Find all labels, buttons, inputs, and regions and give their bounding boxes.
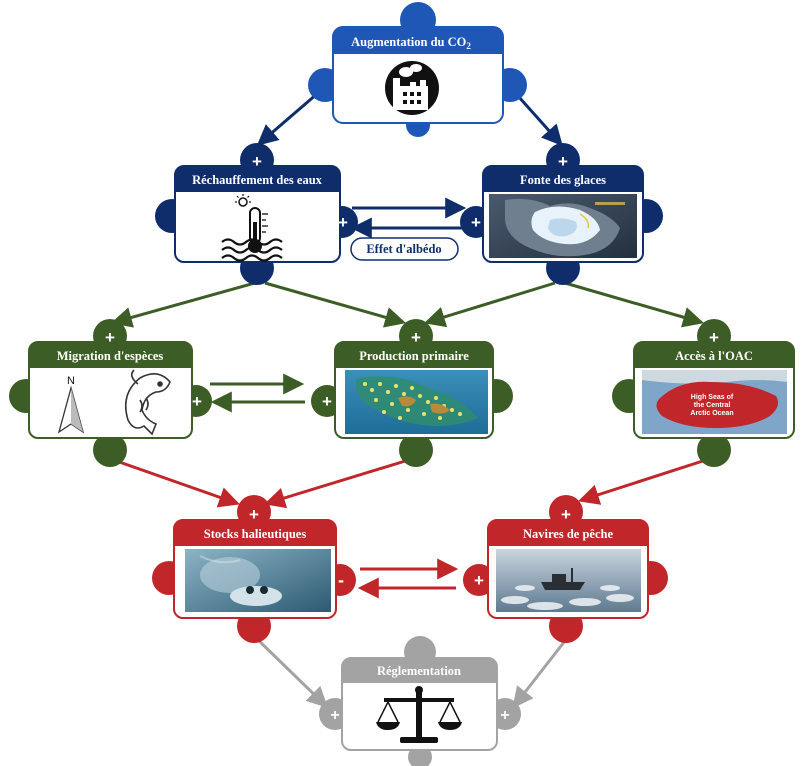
node-rechauffement-title: Réchauffement des eaux <box>192 173 323 187</box>
arrows <box>107 85 713 709</box>
node-rechauffement: Réchauffement des eaux + + <box>155 143 358 285</box>
node-migration: Migration d'espèces N + + <box>9 319 212 467</box>
node-navires-title: Navires de pêche <box>523 527 613 541</box>
plankton-map-icon <box>345 370 488 434</box>
node-stocks-plus: + <box>249 505 259 524</box>
node-rechauffement-plus-right: + <box>338 213 348 232</box>
arrow-fonte-to-production <box>423 281 556 328</box>
fish-photo-icon <box>185 549 331 612</box>
node-rechauffement-plus: + <box>252 152 262 171</box>
node-navires-plus-left: + <box>474 571 484 590</box>
node-production-plus-left: + <box>322 392 332 411</box>
node-production-title: Production primaire <box>359 349 469 363</box>
thermometer-icon <box>221 194 283 262</box>
node-reglementation-title: Réglementation <box>377 664 461 678</box>
arctic-ice-map-icon <box>489 194 637 258</box>
node-stocks-minus: - <box>338 570 344 590</box>
node-stocks-title: Stocks halieutiques <box>204 527 307 541</box>
node-fonte-plus: + <box>558 152 568 171</box>
arctic-ocean-map-icon: High Seas of the Central Arctic Ocean <box>642 370 787 434</box>
arrow-rechauffement-to-migration <box>110 281 256 328</box>
factory-icon <box>385 61 439 115</box>
arrow-stocks-to-reglementation <box>253 635 329 708</box>
arrow-acces-to-navires <box>578 456 713 505</box>
arrow-fonte-to-acces <box>564 281 705 328</box>
node-stocks: Stocks halieutiques + - <box>152 495 356 643</box>
albedo-label-text: Effet d'albédo <box>366 242 441 256</box>
map-label-line-1: High Seas of <box>691 394 734 401</box>
node-migration-plus-right: + <box>192 392 202 411</box>
albedo-label: Effet d'albédo <box>350 237 459 261</box>
node-production-plus: + <box>411 328 421 347</box>
arrow-rechauffement-to-production <box>264 281 407 328</box>
fish-drawing-icon <box>124 369 171 436</box>
node-migration-title: Migration d'espèces <box>57 349 164 363</box>
node-reglementation-plus-left: + <box>330 707 339 724</box>
compass-north-letter: N <box>67 375 75 387</box>
node-migration-plus: + <box>105 328 115 347</box>
map-label-line-3: Arctic Ocean <box>690 410 733 417</box>
node-fonte-plus-left: + <box>471 213 481 232</box>
node-acces: Accès à l'OAC High Seas of the Central A… <box>612 319 795 467</box>
node-reglementation: Réglementation + + <box>319 636 521 766</box>
scales-icon <box>376 686 462 743</box>
fishing-vessel-photo-icon <box>496 549 641 612</box>
node-navires: Navires de pêche + + <box>463 495 668 643</box>
node-co2: Augmentation du CO2 <box>308 2 527 137</box>
north-arrow-icon: N <box>57 375 85 434</box>
node-fonte: Fonte des glaces + + <box>460 143 663 285</box>
arrow-migration-to-stocks <box>107 456 240 508</box>
map-label-line-2: the Central <box>694 402 731 409</box>
arrow-navires-to-reglementation <box>512 636 570 709</box>
node-production: Production primaire + + <box>311 319 513 467</box>
node-acces-plus: + <box>709 328 719 347</box>
node-navires-plus: + <box>561 505 571 524</box>
node-fonte-title: Fonte des glaces <box>520 173 606 187</box>
node-co2-title: Augmentation du CO2 <box>351 35 471 51</box>
node-acces-title: Accès à l'OAC <box>675 349 753 363</box>
arrow-production-to-stocks <box>263 456 416 509</box>
node-reglementation-plus-right: + <box>500 707 509 724</box>
